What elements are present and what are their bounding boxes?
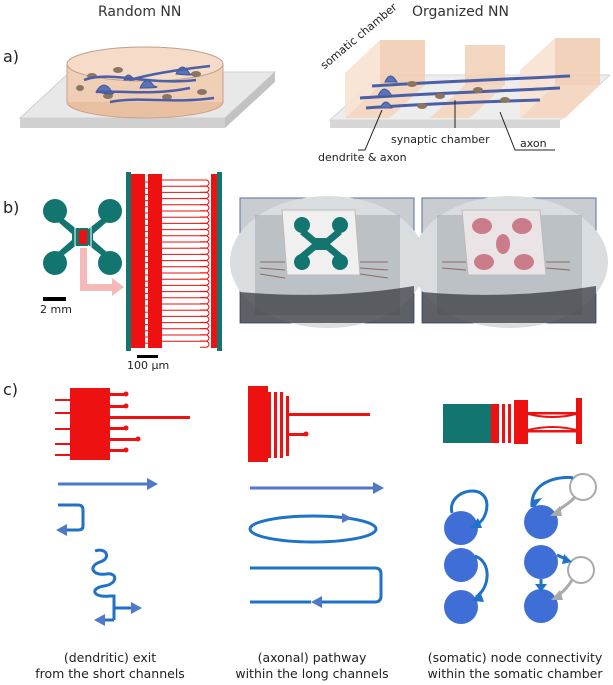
caption-dendritic-line-1: (dendritic) exit <box>63 650 157 665</box>
caption-axonal-line-1: (axonal) pathway <box>257 650 367 665</box>
node-connectivity-graphs <box>444 473 597 624</box>
panel-label-c: c) <box>3 380 19 399</box>
synaptic-chamber-label: synaptic chamber <box>391 133 490 146</box>
caption-somatic-line-2: within the somatic chamber <box>427 666 603 681</box>
somatic-chamber-schematic <box>443 398 582 444</box>
panel-label-b: b) <box>3 198 20 217</box>
caption-dendritic-line-2: from the short channels <box>35 666 185 681</box>
caption-somatic-line-1: (somatic) node connectivity <box>427 650 603 665</box>
dendritic-pathways <box>56 478 158 626</box>
panel-label-a: a) <box>3 47 20 66</box>
caption-axonal-line-2: within the long channels <box>235 666 389 681</box>
short-channels-schematic <box>55 388 190 460</box>
scale-label-mm: 2 mm <box>40 303 72 316</box>
scale-bar-um <box>137 355 158 358</box>
axonal-pathways <box>248 482 384 608</box>
organized-nn-device <box>328 38 612 151</box>
zoom-arrow <box>80 248 124 296</box>
channel-magnified-view <box>126 172 222 351</box>
device-photo-1 <box>230 196 426 328</box>
header-random-nn: Random NN <box>98 4 182 20</box>
random-nn-dish <box>18 46 277 128</box>
chip-layout <box>43 199 122 275</box>
device-photo-2 <box>412 196 608 328</box>
scale-bar-mm <box>43 297 66 301</box>
caption-axonal: (axonal) pathway within the long channel… <box>222 650 402 682</box>
long-channels-schematic <box>248 386 370 462</box>
channel-loop <box>162 340 210 348</box>
caption-dendritic: (dendritic) exit from the short channels <box>20 650 200 682</box>
caption-somatic: (somatic) node connectivity within the s… <box>420 650 610 682</box>
axon-label: axon <box>520 137 547 150</box>
scale-label-um: 100 μm <box>127 359 170 372</box>
dendrite-axon-label: dendrite & axon <box>318 151 407 164</box>
header-organized-nn: Organized NN <box>412 4 510 20</box>
